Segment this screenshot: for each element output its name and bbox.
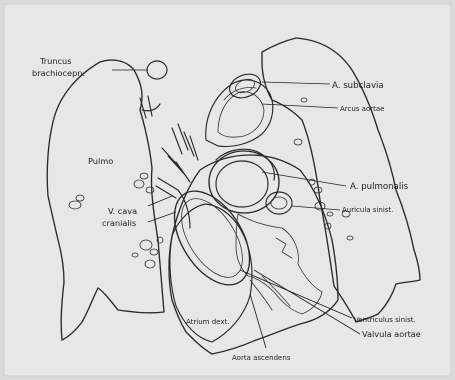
- label-ventriculus-sinist: Ventriculus sinist.: [354, 316, 416, 324]
- label-arcus-aortae: Arcus aortae: [340, 105, 384, 113]
- label-valvula-aortae: Valvula aortae: [362, 329, 421, 339]
- label-v-cava-line2: cranialis: [102, 218, 136, 228]
- label-atrium-dext: Atrium dext.: [186, 318, 229, 326]
- label-pulmo: Pulmo: [88, 156, 113, 166]
- label-truncus-line1: Truncus: [39, 56, 72, 66]
- label-truncus-line2: brachiocepn.: [32, 68, 85, 78]
- label-auricula-sinist: Auricula sinist.: [342, 206, 393, 214]
- label-v-cava-line1: V. cava: [108, 206, 137, 216]
- label-a-subclavia: A. subclavia: [332, 81, 384, 91]
- label-a-pulmonalis: A. pulmonalis: [350, 182, 409, 192]
- label-aorta-ascendens: Aorta ascendens: [232, 354, 291, 362]
